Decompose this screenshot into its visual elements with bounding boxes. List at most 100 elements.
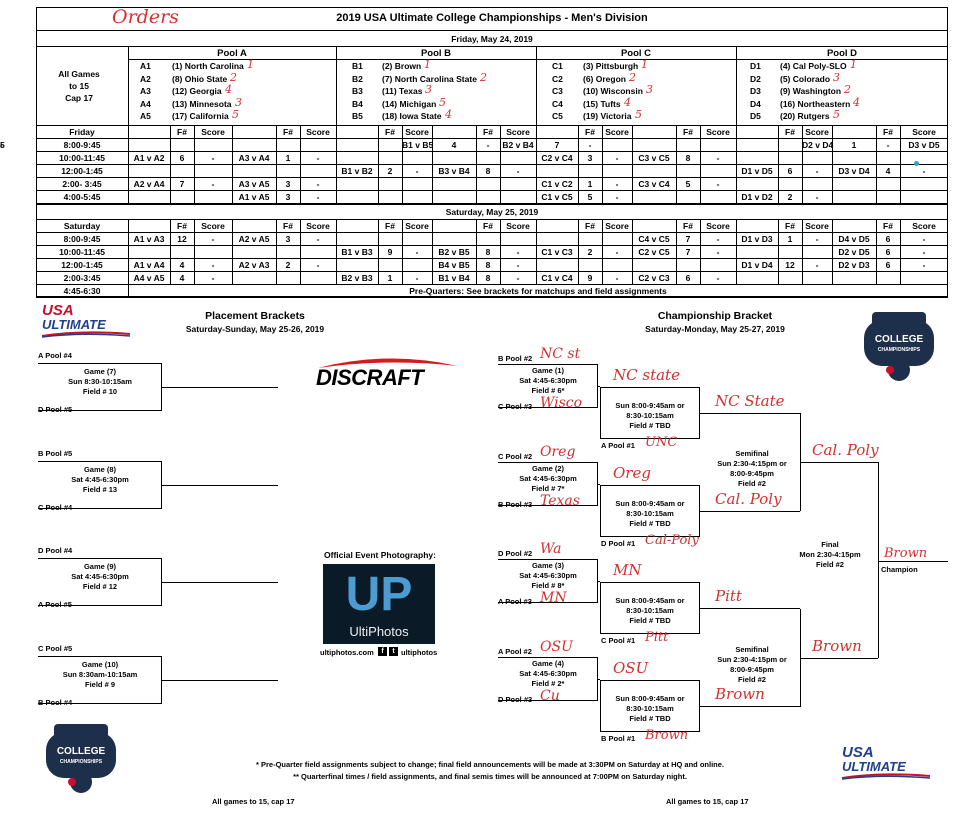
game-info: Game (1): [531, 366, 565, 375]
facebook-icon: f: [378, 647, 387, 656]
handwritten-champion: Brown: [884, 546, 928, 561]
game-info: Semifinal: [735, 645, 769, 654]
game-info: Field # 8*: [531, 581, 565, 590]
schedule-cell: 6: [787, 166, 793, 176]
time-slot: 2:00- 3:45: [62, 179, 102, 189]
score-header: Score: [201, 127, 225, 137]
schedule-cell: C1 v C3: [541, 247, 573, 257]
schedule-cell: A3 v A5: [238, 179, 270, 189]
score-header: Score: [306, 127, 330, 137]
schedule-cell: B3 v B4: [438, 166, 470, 176]
schedule-cell: -: [316, 153, 320, 163]
game-info: Sun 8:30-10:15am: [68, 377, 132, 386]
grid-line: [536, 219, 537, 284]
grid-line: [876, 219, 877, 284]
pool-team-name: (16) Northeastern: [780, 98, 851, 109]
game-info: Field # 10: [82, 387, 118, 396]
score-header: Score: [706, 221, 730, 231]
schedule-cell: -: [922, 260, 926, 270]
grid-line: [778, 219, 779, 284]
time-slot: 10:00-11:45: [59, 153, 105, 163]
schedule-cell: D1 v D3: [741, 234, 773, 244]
score-header: Score: [605, 127, 629, 137]
handwritten-orders-note: Orders: [112, 6, 179, 28]
pool-team-name: (13) Minnesota: [172, 98, 232, 109]
handwritten-team: Oreg: [540, 444, 576, 460]
pool-b-header: Pool B: [420, 48, 452, 59]
bracket-line: [700, 608, 800, 609]
game-box: [600, 680, 700, 732]
bracket-seed: D Pool #5: [38, 405, 73, 414]
game-box: [498, 364, 598, 408]
grid-line: [170, 125, 171, 203]
schedule-cell: B1 v B2: [341, 166, 373, 176]
bracket-line: [598, 484, 600, 485]
game-info: Game (9): [83, 562, 117, 571]
game-info: Sat 4:45-6:30pm: [519, 474, 577, 483]
game-info: Field #2: [738, 479, 766, 488]
schedule-cell: 8: [485, 260, 491, 270]
pool-seed: A2: [140, 73, 151, 84]
schedule-cell: -: [922, 247, 926, 257]
schedule-cell: D1 v D2: [741, 192, 773, 202]
pool-team-name: (15) Tufts: [583, 98, 621, 109]
grid-line: [232, 219, 233, 284]
schedule-cell: C2 v C3: [638, 273, 670, 283]
schedule-cell: 6: [885, 247, 891, 257]
schedule-cell: 2: [787, 192, 793, 202]
grid-line: [336, 219, 337, 284]
grid-line: [602, 125, 603, 203]
pool-seed: C4: [552, 98, 563, 109]
day-header: Friday: [69, 127, 95, 137]
pool-team-name: (12) Georgia: [172, 86, 222, 96]
handwritten-order: 3: [646, 83, 653, 96]
grid-line: [194, 125, 195, 203]
schedule-cell: B1 v B4: [438, 273, 470, 283]
schedule-cell: 8: [685, 153, 691, 163]
field-header: F#: [785, 221, 795, 231]
grid-line: [536, 125, 537, 203]
pool-team-name: (1) North Carolina: [172, 61, 244, 71]
grid-line: [336, 125, 337, 203]
game-info: Game (4): [531, 659, 565, 668]
handwritten-order: 1: [641, 58, 648, 71]
handwritten-team: Texas: [540, 493, 580, 509]
schedule-cell: -: [486, 140, 490, 150]
pool-seed: C5: [552, 111, 563, 121]
grid-line: [128, 125, 129, 203]
game-info: 8:30-10:15am: [626, 509, 674, 518]
pool-d-header: Pool D: [826, 48, 858, 59]
ink-dot: [914, 161, 919, 166]
handwritten-order: 1: [424, 58, 431, 71]
game-info: Field # TBD: [629, 714, 671, 723]
schedule-cell: 4: [179, 273, 185, 283]
pool-team-name: (3) Pittsburgh: [583, 61, 639, 71]
grid-line: [378, 125, 379, 203]
handwritten-order: 5: [439, 95, 446, 109]
game-info: 8:30-10:15am: [626, 606, 674, 615]
score-header: Score: [912, 127, 936, 137]
schedule-cell: 3: [285, 179, 291, 189]
grid-line: [900, 125, 901, 203]
bracket-seed: D Pool #1: [601, 539, 636, 548]
pool-team-name: (8) Ohio State: [172, 73, 228, 84]
grid-line: [832, 125, 833, 203]
score-header: Score: [805, 127, 829, 137]
bracket-seed: D Pool #2: [498, 549, 533, 558]
schedule-cell: A1 v A4: [133, 260, 165, 270]
handwritten-order: 4: [624, 95, 631, 109]
pool-seed: D1: [750, 61, 761, 71]
game-info: Sun 8:00-9:45am or: [615, 499, 685, 508]
bracket-seed: B Pool #4: [38, 698, 73, 707]
schedule-cell: -: [211, 179, 215, 189]
schedule-cell: A2 v A4: [133, 179, 165, 189]
schedule-cell: B2 v B5: [438, 247, 470, 257]
bracket-line: [162, 485, 278, 486]
pool-seed: C1: [552, 61, 563, 71]
grid-line: [778, 125, 779, 203]
schedule-cell: D4 v D5: [838, 234, 870, 244]
pool-seed: A1: [140, 61, 151, 71]
bracket-line: [598, 679, 600, 680]
game-info: Field # 12: [82, 582, 118, 591]
game-info: Field # TBD: [629, 616, 671, 625]
